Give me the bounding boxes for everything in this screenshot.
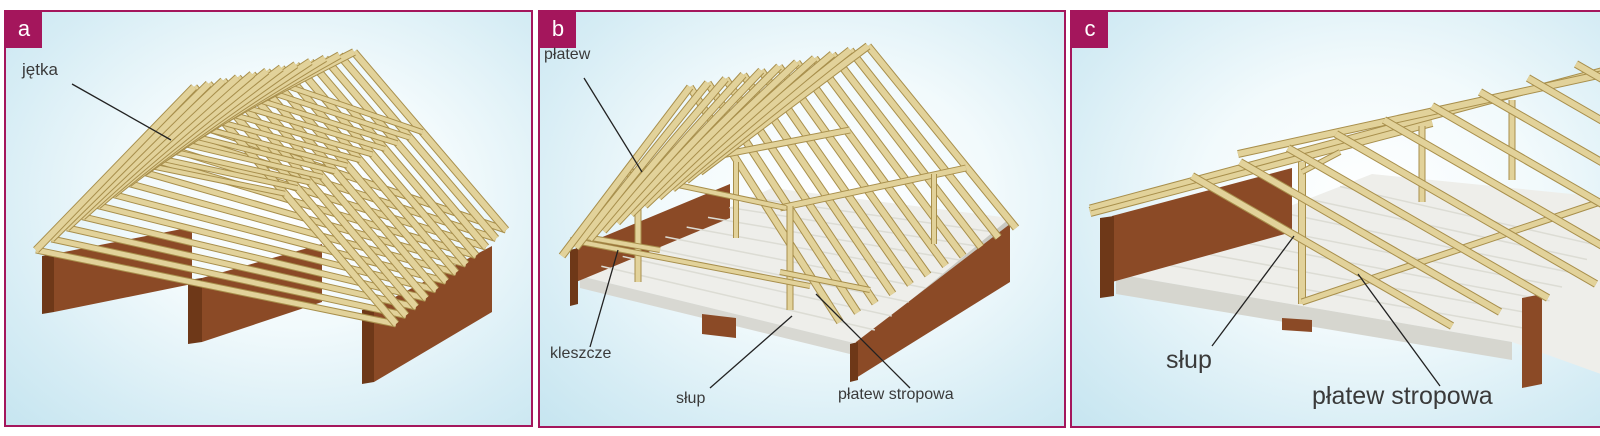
collar-beam-face	[271, 91, 411, 140]
wall-end	[850, 342, 858, 382]
rafter-right-face	[776, 64, 931, 277]
rafter-face	[1478, 89, 1600, 165]
rafter-face	[1334, 131, 1598, 287]
leader-line-jetka	[71, 83, 172, 141]
panel-c: c słup płatew stropowa	[1070, 10, 1600, 428]
rafter-left-face	[656, 56, 817, 200]
rafter-left-face	[33, 84, 197, 253]
label-jetka: jętka	[22, 60, 58, 79]
wall-end	[1100, 216, 1114, 298]
collar-beam-face	[197, 124, 348, 168]
roof-diagram-b	[558, 42, 1020, 389]
rafter-right-face	[308, 59, 479, 258]
label-slup: słup	[1166, 346, 1212, 374]
panel-badge-b: b	[540, 12, 576, 48]
rafter-face	[1430, 103, 1600, 207]
rafter-face	[1238, 159, 1502, 315]
wall-end	[188, 278, 202, 344]
rafter-right-face	[830, 52, 984, 249]
wall-left	[1112, 168, 1292, 282]
rafter-right-face	[264, 69, 449, 284]
pier	[1282, 318, 1312, 332]
tie-beam-face	[779, 270, 871, 292]
slab-line	[1211, 235, 1550, 302]
ceiling-beam-face	[112, 192, 447, 284]
ceiling-purlin-face	[569, 238, 811, 288]
rafter-right-face	[337, 53, 499, 241]
rafters-front	[33, 48, 356, 253]
label-platew: płatew	[544, 46, 591, 63]
slab-edge-front	[1116, 274, 1512, 360]
rafter-left-face	[49, 81, 211, 242]
roof-diagram-c	[1088, 60, 1600, 388]
leader-line-slup	[1211, 235, 1295, 347]
label-kleszcze: kleszcze	[550, 345, 612, 362]
panel-badge-c: c	[1072, 12, 1108, 48]
collar-beam-face	[227, 111, 373, 157]
rafter-left-face	[573, 81, 711, 250]
ceiling-beam-face	[97, 203, 437, 293]
rafter-left-face	[628, 64, 782, 217]
pier	[702, 314, 736, 338]
rafter-right-face	[322, 56, 489, 250]
leader-line-slup	[709, 315, 793, 389]
rafter-right-face	[206, 81, 409, 318]
rafters-front	[558, 42, 871, 259]
rafter-right-face	[847, 48, 1001, 240]
slab-line	[601, 265, 876, 331]
rafter-right-face	[812, 56, 966, 259]
slab-line	[1147, 260, 1525, 329]
ceiling-beam-face	[50, 236, 407, 318]
rafter-right-face	[278, 65, 459, 275]
rafter-left-face	[642, 60, 799, 208]
ceiling-beam-face	[81, 214, 427, 301]
rafter-face	[1382, 117, 1600, 249]
label-platew-stropowa: płatew stropowa	[1312, 382, 1493, 410]
leader-line-platew-stropowa	[1357, 273, 1441, 387]
roof-diagram-a	[33, 48, 510, 384]
collar-beam-face	[256, 97, 398, 146]
wall-right	[374, 246, 492, 382]
collar-beam-face	[167, 138, 323, 179]
leader-line-platew-stropowa	[815, 293, 911, 389]
collar-beam-face	[182, 131, 336, 174]
label-slup: słup	[676, 390, 706, 407]
ceiling-beam-face	[66, 225, 417, 310]
collar-beam-face	[241, 104, 386, 151]
collar-beam-face	[212, 117, 361, 163]
wall-end	[362, 308, 374, 384]
collar-beam-face	[286, 84, 424, 134]
rafter-right-face	[794, 60, 949, 268]
rafter-right-face	[865, 44, 1019, 230]
wall-right	[856, 224, 1010, 378]
rafter-left-face	[559, 85, 693, 258]
rafters	[1190, 60, 1600, 330]
rafter-face	[1526, 75, 1600, 124]
wall-end	[570, 248, 578, 306]
wall-left	[576, 184, 730, 282]
purlin-face	[1237, 71, 1600, 157]
leader-line-kleszcze	[589, 249, 619, 348]
wall-end	[42, 254, 54, 314]
ceiling-beam-face	[128, 181, 457, 276]
rafter-left-face	[615, 68, 764, 225]
ceiling-beam-face	[35, 247, 397, 327]
slab-line	[622, 255, 892, 317]
collar-beams	[122, 83, 424, 197]
label-platew-stropowa: płatew stropowa	[838, 386, 954, 403]
wall-right	[1522, 294, 1542, 388]
panel-badge-a: a	[6, 12, 42, 48]
rafter-face	[1286, 145, 1550, 301]
rafter-face	[1190, 173, 1454, 329]
rafter-left-face	[587, 76, 728, 242]
rafter-right-face	[351, 50, 509, 232]
panel-b: b płatew kleszcze słup płatew stropowa	[538, 10, 1066, 428]
leader-line-platew	[583, 77, 643, 173]
brace-face	[1301, 150, 1341, 174]
slab-line	[1275, 210, 1575, 274]
rafter-left-face	[601, 72, 746, 233]
eaves-board-face	[1088, 118, 1434, 216]
panel-a: a jętka	[4, 10, 533, 427]
slab-line	[1339, 185, 1600, 247]
